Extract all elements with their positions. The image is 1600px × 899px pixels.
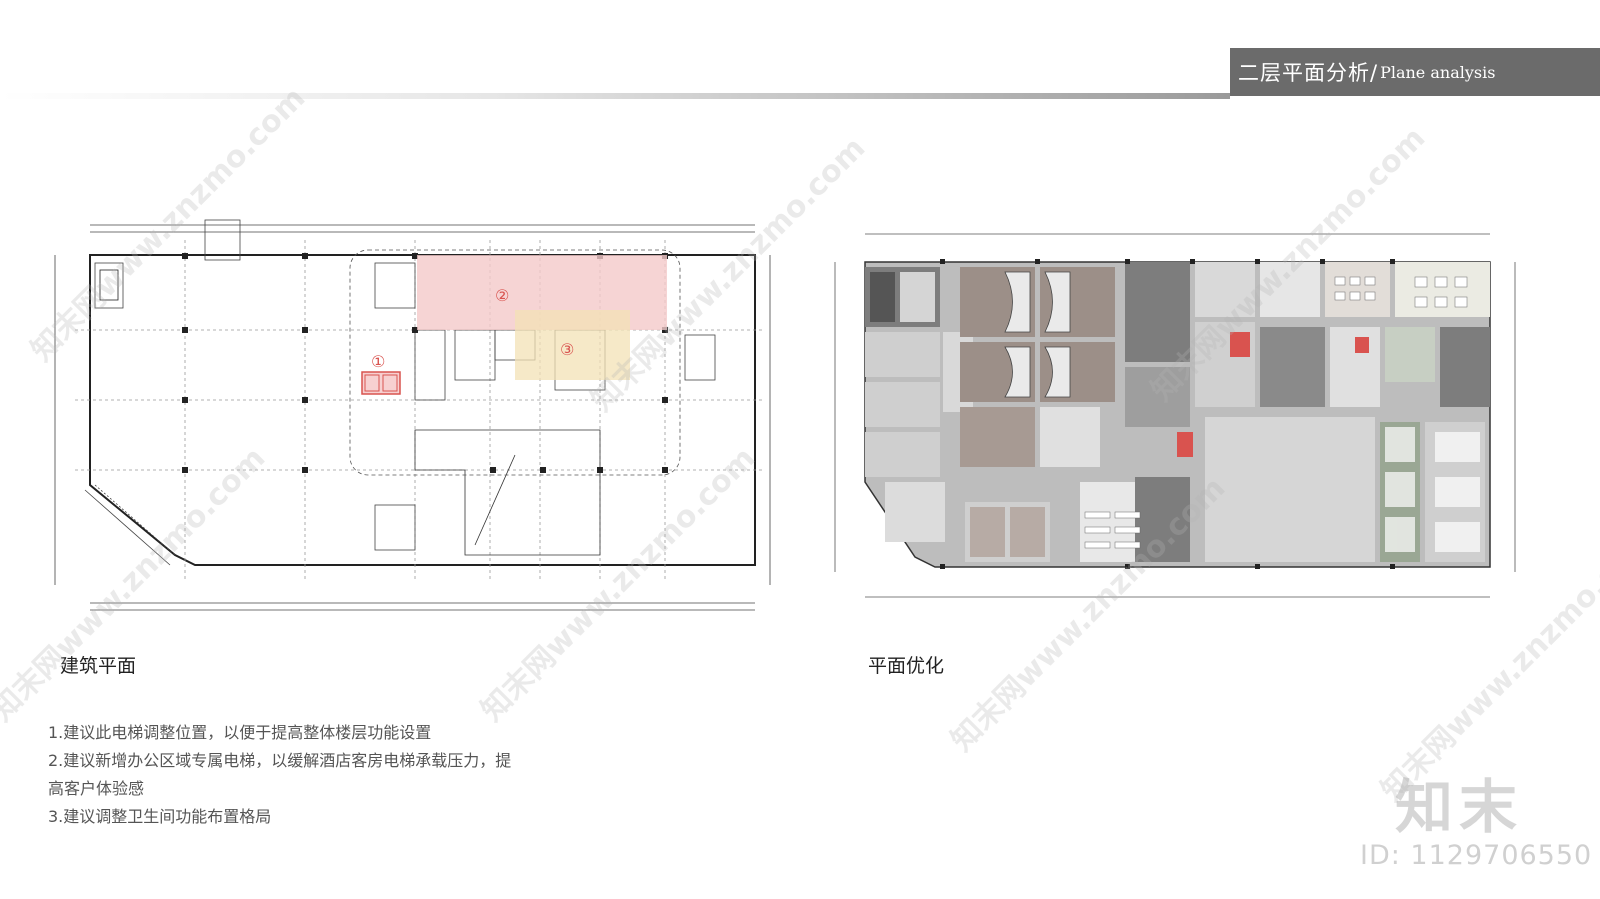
header-title-en: Plane analysis xyxy=(1380,62,1496,82)
note-line-1: 1.建议此电梯调整位置，以便于提高整体楼层功能设置 xyxy=(48,723,432,742)
marker-3: ③ xyxy=(560,340,574,359)
analysis-notes: 1.建议此电梯调整位置，以便于提高整体楼层功能设置 2.建议新增办公区域专属电梯… xyxy=(48,719,588,831)
header-divider xyxy=(0,93,1230,99)
optimized-plan xyxy=(834,233,1516,598)
caption-optimized-plan: 平面优化 xyxy=(868,655,945,677)
caption-architectural-plan: 建筑平面 xyxy=(60,655,137,677)
elevator-highlight xyxy=(361,371,401,395)
brand-id: ID: 1129706550 xyxy=(1360,840,1593,871)
marker-2: ② xyxy=(495,286,509,305)
brand-logo: 知末 xyxy=(1395,773,1524,841)
note-line-2: 2.建议新增办公区域专属电梯，以缓解酒店客房电梯承载压力，提 xyxy=(48,751,512,770)
note-line-3: 高客户体验感 xyxy=(48,779,145,798)
page-header: 二层平面分析/ Plane analysis xyxy=(1230,48,1600,96)
note-line-4: 3.建议调整卫生间功能布置格局 xyxy=(48,807,272,826)
header-title-cn: 二层平面分析/ xyxy=(1238,61,1379,85)
zone-3-highlight xyxy=(515,310,630,380)
marker-1: ① xyxy=(371,352,385,371)
architectural-plan: ① ② ③ xyxy=(54,219,771,611)
